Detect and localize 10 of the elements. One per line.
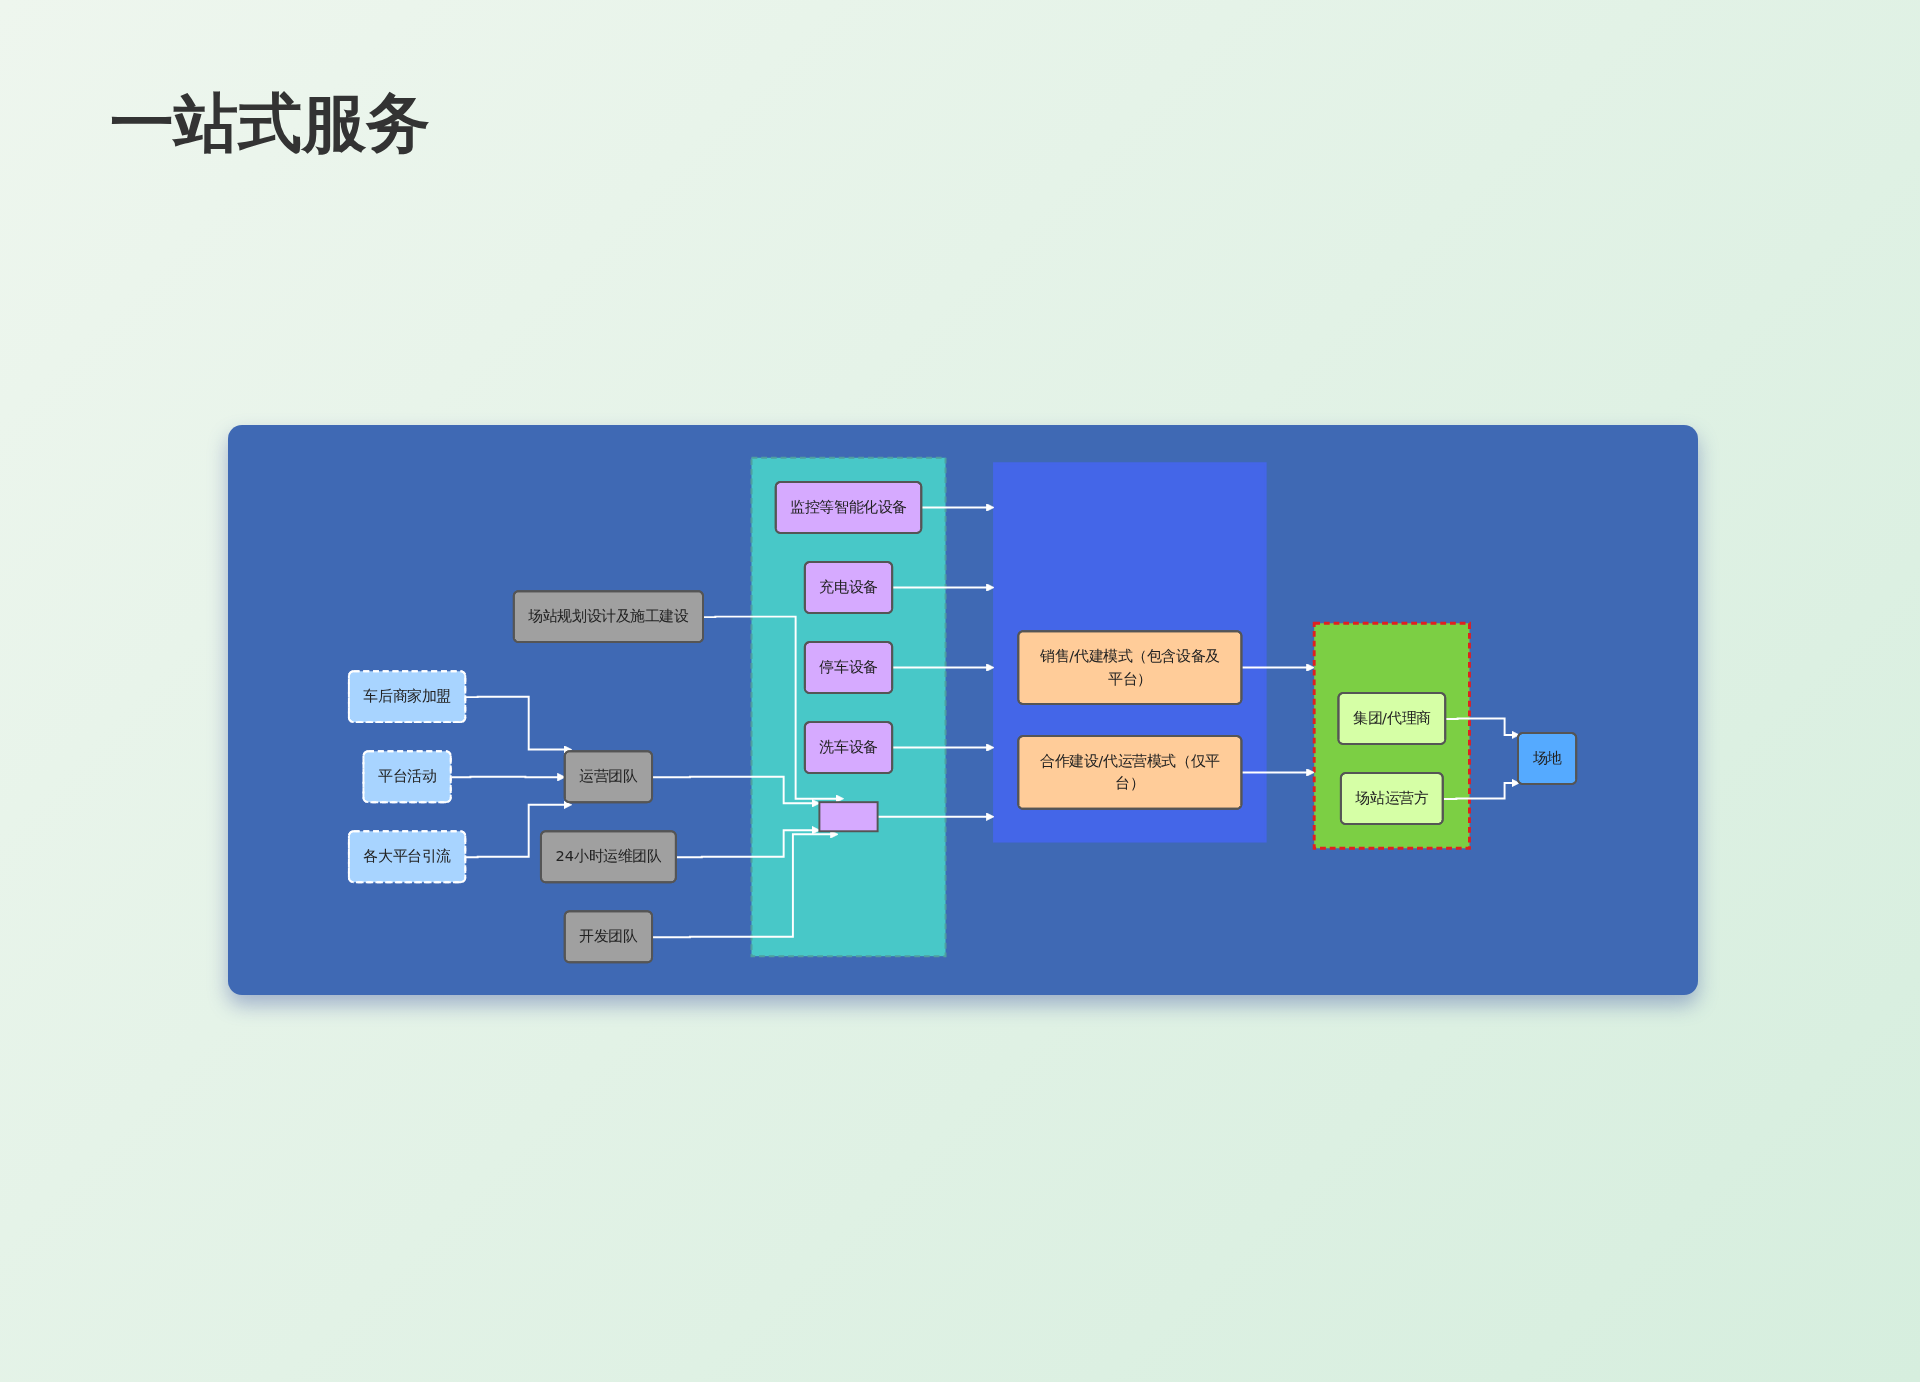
cluster	[751, 456, 947, 958]
diagram-panel: 车后商家加盟 平台活动 各大平台引流 场站规划设计及施工建设 运营团队 24小时运维团队 开发团队 监控等智能化设备 充电设备 停车设备 洗车设备 销售/代建模式（包含设备及平台） 合作建设/代运营模式（仅平台） 集团/代理商 场站运营方 场地	[228, 425, 1698, 995]
node-box	[818, 801, 880, 833]
arrow	[465, 800, 573, 859]
page-title: 一站式服务	[110, 85, 430, 162]
arrow	[465, 695, 573, 754]
cluster	[993, 462, 1268, 843]
cluster	[1313, 621, 1472, 850]
arrow	[652, 775, 821, 808]
arrow	[652, 830, 840, 939]
